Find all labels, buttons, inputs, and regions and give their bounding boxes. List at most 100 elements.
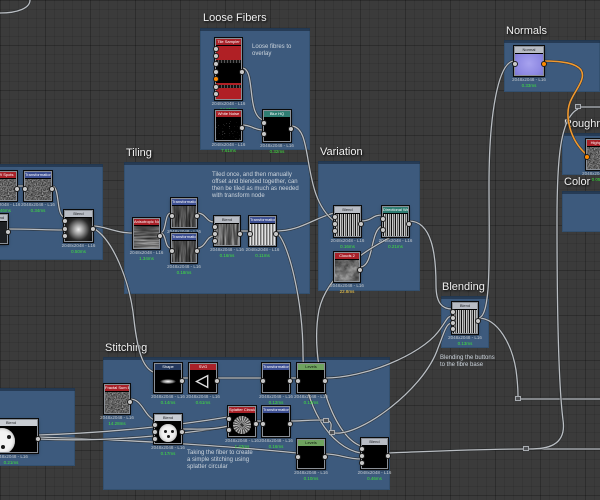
input-port-v-dir-warp-1[interactable] — [380, 226, 386, 233]
output-port-btn-blend[interactable] — [35, 435, 41, 442]
output-port-s-blend-2[interactable] — [385, 453, 391, 459]
node-t-transform-2[interactable]: Transformation 2D — [169, 233, 200, 263]
output-port-fb-noise[interactable] — [14, 185, 20, 192]
input-port-s-blend-2-1[interactable] — [359, 453, 365, 459]
reroute-dot-1[interactable] — [323, 418, 329, 423]
input-port-v-dir-warp-0[interactable] — [380, 215, 386, 222]
input-port-lf-tile-sampler-1[interactable] — [213, 53, 219, 60]
input-port-lf-tile-sampler-3[interactable] — [213, 68, 219, 75]
input-port-b-blend-0[interactable] — [450, 308, 456, 315]
input-port-v-blend-1[interactable] — [332, 221, 338, 227]
node-v-clouds[interactable]: Clouds 2 — [334, 252, 363, 282]
node-t-aniso-noise[interactable]: Anisotropic Noise — [133, 218, 163, 249]
node-lf-tile-sampler[interactable]: Tile Sampler — [213, 38, 245, 100]
node-s-blend-2[interactable]: Blend — [359, 438, 391, 469]
output-port-s-transform-1[interactable] — [287, 377, 293, 384]
input-port-r-highpass-0[interactable] — [584, 154, 590, 160]
output-port-s-transform-2[interactable] — [287, 421, 293, 427]
node-r-highpass[interactable]: Highpass — [584, 139, 600, 170]
output-port-b-blend[interactable] — [475, 317, 481, 324]
node-s-button-blend[interactable]: Blend — [152, 414, 185, 444]
input-port-s-levels-1-0[interactable] — [295, 377, 301, 384]
node-n-normal[interactable]: Normal — [512, 46, 547, 76]
input-port-v-blend-2[interactable] — [332, 228, 338, 235]
output-port-fb-edge-node[interactable] — [5, 228, 11, 235]
node-fb-edge-node[interactable]: Blend — [0, 214, 11, 244]
input-port-b-blend-2[interactable] — [450, 320, 456, 327]
input-port-b-blend-3[interactable] — [450, 326, 456, 333]
input-port-lf-tile-sampler-5[interactable] — [213, 83, 219, 90]
reroute-dot-5[interactable] — [575, 104, 581, 109]
output-port-n-normal[interactable] — [541, 60, 547, 67]
input-port-fb-blend-2[interactable] — [62, 233, 68, 240]
input-port-t-transform-3-0[interactable] — [247, 230, 253, 237]
input-port-s-button-blend-2[interactable] — [152, 435, 158, 442]
node-s-transform-2[interactable]: Transformation 2D — [260, 406, 293, 437]
output-port-s-fractal-sum[interactable] — [127, 398, 133, 405]
input-port-lf-blur-hq-1[interactable] — [261, 131, 267, 138]
node-t-transform-1[interactable]: Transformation 2D — [169, 198, 200, 228]
node-s-transform-1[interactable]: Transformation 2D — [260, 363, 293, 393]
input-port-s-blend-2-0[interactable] — [359, 445, 365, 452]
output-port-lf-blur-hq[interactable] — [288, 125, 294, 132]
node-fb-blend[interactable]: Blend — [62, 210, 96, 242]
input-port-v-blend-0[interactable] — [332, 213, 338, 220]
input-port-s-transform-2-0[interactable] — [260, 421, 266, 427]
output-port-t-transform-1[interactable] — [194, 212, 200, 219]
input-port-t-blend-0[interactable] — [212, 223, 218, 230]
output-port-lf-tile-sampler[interactable] — [239, 68, 245, 75]
node-s-splatter[interactable]: Splatter Circular — [226, 406, 259, 437]
node-s-levels-1[interactable]: Levels — [295, 363, 328, 393]
input-port-lf-tile-sampler-0[interactable] — [213, 45, 219, 52]
node-lf-white-noise[interactable]: White Noise — [215, 110, 245, 141]
node-b-blend[interactable]: Blend — [450, 302, 481, 334]
reroute-dot-3[interactable] — [515, 396, 521, 401]
input-port-t-blend-1[interactable] — [212, 230, 218, 237]
input-port-lf-tile-sampler-4[interactable] — [213, 76, 219, 83]
input-port-b-blend-1[interactable] — [450, 314, 456, 321]
input-port-t-transform-2-0[interactable] — [169, 247, 175, 254]
output-port-s-shape[interactable] — [179, 377, 185, 384]
output-port-t-aniso-noise[interactable] — [157, 233, 163, 239]
output-port-t-transform-3[interactable] — [273, 230, 279, 237]
node-v-dir-warp[interactable]: Directional Warp — [380, 206, 412, 237]
input-port-lf-tile-sampler-6[interactable] — [213, 91, 219, 98]
input-port-lf-blur-hq-0[interactable] — [261, 119, 267, 126]
input-port-n-normal-0[interactable] — [512, 60, 518, 67]
output-port-s-button-blend[interactable] — [179, 428, 185, 435]
input-port-fb-blend-0[interactable] — [62, 217, 68, 224]
output-port-v-clouds[interactable] — [357, 266, 363, 273]
input-port-s-blend-2-2[interactable] — [359, 460, 365, 467]
reroute-dot-2[interactable] — [329, 430, 335, 435]
output-port-lf-white-noise[interactable] — [239, 125, 245, 131]
input-port-s-button-blend-0[interactable] — [152, 421, 158, 428]
node-fb-transform[interactable]: Transformation 2D — [22, 171, 55, 201]
input-port-s-levels-2-0[interactable] — [295, 453, 301, 460]
input-port-s-transform-1-0[interactable] — [260, 377, 266, 384]
node-v-blend[interactable]: Blend — [332, 206, 364, 237]
output-port-v-blend[interactable] — [358, 221, 364, 227]
output-port-t-blend[interactable] — [237, 230, 243, 237]
node-s-svg[interactable]: SVG — [189, 363, 220, 393]
node-t-blend[interactable]: Blend — [212, 216, 243, 246]
input-port-t-blend-2[interactable] — [212, 237, 218, 244]
input-port-fb-transform-0[interactable] — [22, 185, 28, 192]
reroute-dot-4[interactable] — [523, 446, 529, 451]
group-color[interactable] — [562, 191, 600, 232]
node-s-shape[interactable]: Shape — [154, 363, 185, 393]
node-s-fractal-sum[interactable]: Fractal Sum Base — [104, 384, 133, 414]
node-t-transform-3[interactable]: Transformation 2D — [247, 216, 279, 246]
input-port-t-transform-1-0[interactable] — [169, 212, 175, 219]
node-s-levels-2[interactable]: Levels — [295, 439, 328, 469]
output-port-v-dir-warp[interactable] — [406, 221, 412, 227]
output-port-s-svg[interactable] — [214, 377, 220, 384]
input-port-s-splatter-1[interactable] — [226, 426, 232, 433]
output-port-s-splatter[interactable] — [253, 421, 259, 427]
output-port-fb-transform[interactable] — [49, 185, 55, 192]
input-port-lf-tile-sampler-2[interactable] — [213, 60, 219, 67]
input-port-s-splatter-0[interactable] — [226, 415, 232, 422]
node-lf-blur-hq[interactable]: Blur HQ — [261, 110, 294, 142]
node-btn-blend[interactable]: Blend — [0, 419, 41, 453]
output-port-s-levels-1[interactable] — [322, 377, 328, 384]
